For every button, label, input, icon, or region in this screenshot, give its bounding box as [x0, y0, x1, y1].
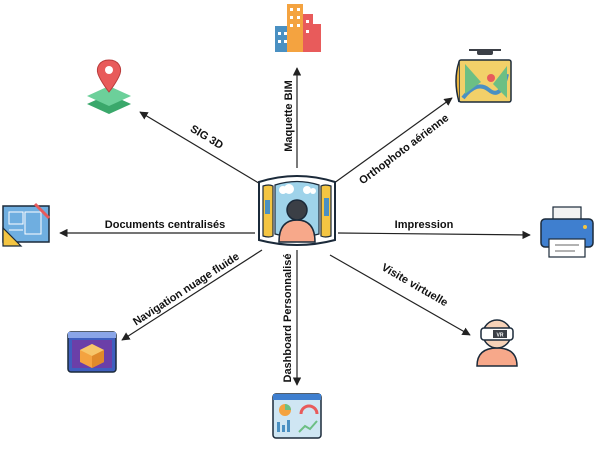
label-ortho: Orthophoto aérienne — [357, 112, 451, 187]
label-navigation: Navigation nuage fluide — [131, 251, 242, 329]
drone-map-icon — [455, 49, 512, 103]
arrows — [59, 67, 531, 386]
label-documents: Documents centralisés — [105, 219, 225, 231]
city-buildings-icon — [275, 4, 321, 52]
arrow-impression — [337, 230, 531, 240]
label-sig: SIG 3D — [188, 123, 225, 152]
user-immersive-screen-icon — [258, 175, 336, 246]
label-impression: Impression — [395, 219, 454, 231]
point-cloud-window-icon — [67, 331, 117, 373]
printer-icon — [540, 206, 594, 258]
map-pin-layers-icon — [87, 59, 131, 114]
vr-headset-user-icon: VR — [476, 319, 518, 367]
label-bim: Maquette BIM — [283, 80, 295, 152]
arrow-sig — [139, 111, 263, 186]
svg-text:VR: VR — [497, 333, 504, 339]
label-dashboard: Dashboard Personnalisé — [282, 254, 294, 383]
dashboard-icon — [272, 393, 322, 439]
arrow-navigation — [121, 249, 263, 341]
arrow-ortho — [329, 97, 453, 187]
blueprint-icon — [2, 202, 51, 247]
arrow-visite — [329, 254, 471, 336]
label-visite: Visite virtuelle — [379, 262, 449, 310]
